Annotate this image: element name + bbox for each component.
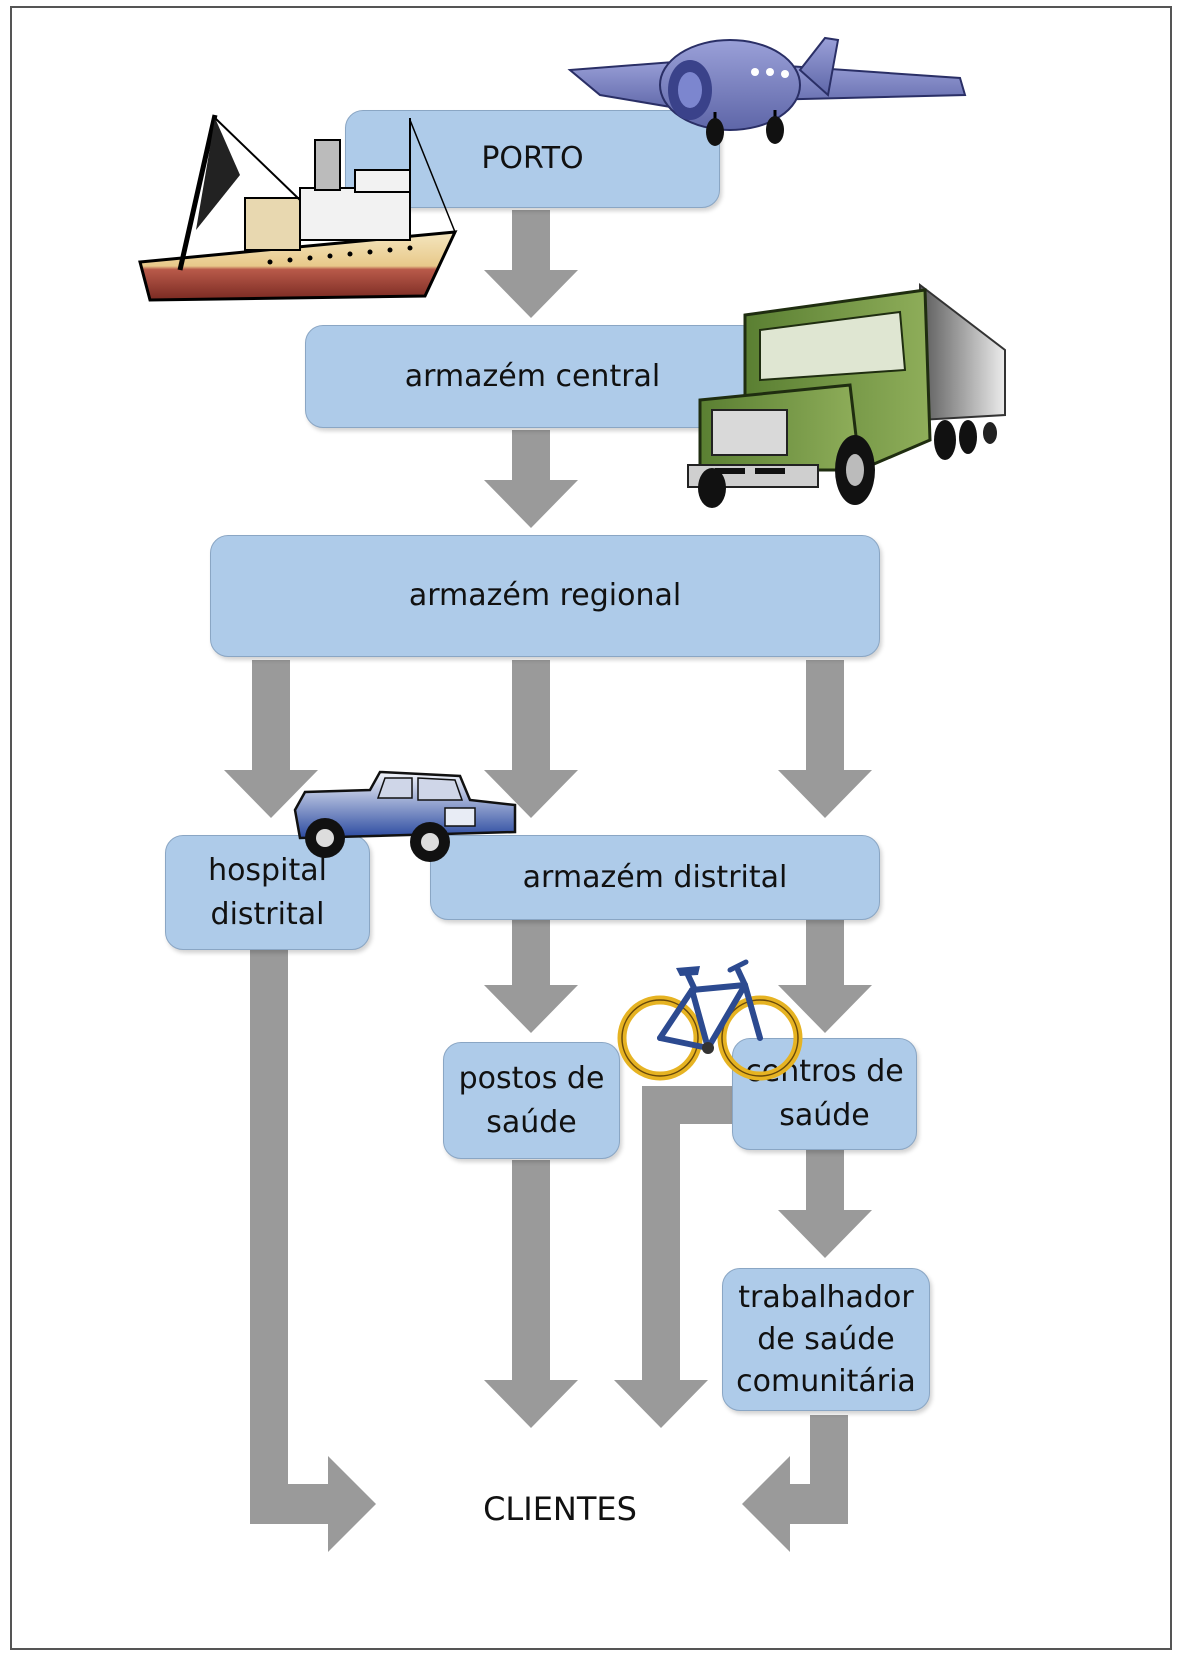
node-trabalhador: trabalhador de saúde comunitária <box>722 1268 930 1411</box>
arrow-regional-distrital-right <box>778 660 872 818</box>
arrow-centros-trabalhador <box>778 1150 872 1258</box>
arrow-distrital-centros <box>778 920 872 1033</box>
arrow-hospital-clientes <box>250 950 376 1552</box>
ship-icon <box>138 114 458 302</box>
node-armazem-central: armazém central <box>305 325 760 428</box>
arrow-distrital-postos <box>484 920 578 1033</box>
node-postos-de-saude: postos de saúde <box>443 1042 620 1159</box>
arrow-trabalhador-clientes <box>742 1415 848 1552</box>
arrow-postos-clientes <box>484 1160 578 1428</box>
arrow-regional-hospital <box>224 660 318 818</box>
clientes-label: CLIENTES <box>483 1490 637 1528</box>
bicycle-icon <box>617 959 803 1081</box>
truck-icon <box>687 282 1006 508</box>
pickup-truck-icon <box>293 770 517 862</box>
node-armazem-distrital: armazém distrital <box>430 835 880 920</box>
node-centros-de-saude: centros de saúde <box>732 1038 917 1150</box>
node-armazem-regional: armazém regional <box>210 535 880 657</box>
arrow-regional-distrital-mid <box>484 660 578 818</box>
arrow-porto-central <box>484 210 578 318</box>
arrow-central-regional <box>484 430 578 528</box>
arrow-centros-clientes <box>614 1086 740 1428</box>
airplane-icon <box>567 36 967 146</box>
